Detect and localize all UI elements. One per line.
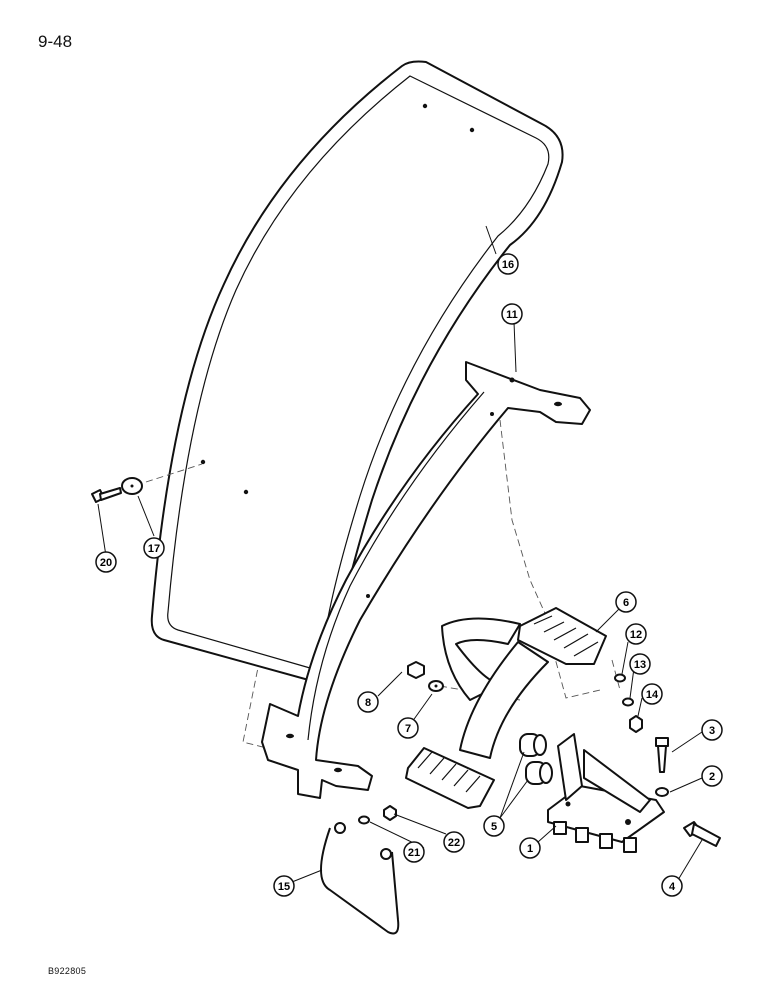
nut-14 xyxy=(629,715,643,733)
figure-code: B922805 xyxy=(48,966,87,976)
callout-15: 15 xyxy=(273,875,295,897)
handle-15 xyxy=(320,822,400,935)
callout-14: 14 xyxy=(641,683,663,705)
washer-13 xyxy=(622,697,634,707)
svg-text:3: 3 xyxy=(709,725,715,737)
svg-text:22: 22 xyxy=(448,837,460,849)
callout-12: 12 xyxy=(625,623,647,645)
upper-step-tread xyxy=(533,615,599,657)
callout-22: 22 xyxy=(443,831,465,853)
svg-text:7: 7 xyxy=(405,723,411,735)
svg-text:2: 2 xyxy=(709,771,715,783)
svg-text:15: 15 xyxy=(278,881,290,893)
callout-20: 20 xyxy=(95,551,117,573)
callout-8: 8 xyxy=(357,691,379,713)
fender-brace xyxy=(261,361,591,799)
callout-11: 11 xyxy=(501,303,523,325)
lower-step-tread xyxy=(417,751,481,793)
callout-2: 2 xyxy=(701,765,723,787)
svg-text:16: 16 xyxy=(502,259,514,271)
callout-17: 17 xyxy=(143,537,165,559)
washer-17 xyxy=(121,477,143,495)
callout-5: 5 xyxy=(483,815,505,837)
svg-text:13: 13 xyxy=(634,659,646,671)
callout-3: 3 xyxy=(701,719,723,741)
bolt-3 xyxy=(655,737,669,773)
phantom-outline xyxy=(242,399,621,753)
svg-text:21: 21 xyxy=(408,847,420,859)
callout-6: 6 xyxy=(615,591,637,613)
svg-text:20: 20 xyxy=(100,557,112,569)
svg-text:1: 1 xyxy=(527,843,533,855)
callout-1: 1 xyxy=(519,837,541,859)
step-assembly xyxy=(405,607,607,809)
washer-12 xyxy=(614,673,626,683)
washer-7 xyxy=(428,680,444,692)
svg-text:11: 11 xyxy=(506,309,518,321)
svg-text:8: 8 xyxy=(365,697,371,709)
svg-text:4: 4 xyxy=(669,881,676,893)
washer-21 xyxy=(358,815,370,825)
bolt-20 xyxy=(91,487,122,503)
svg-text:12: 12 xyxy=(630,629,642,641)
callout-21: 21 xyxy=(403,841,425,863)
mounting-bracket xyxy=(547,733,665,853)
washer-2 xyxy=(655,787,669,797)
callout-16: 16 xyxy=(497,253,519,275)
svg-text:14: 14 xyxy=(646,689,659,701)
svg-text:17: 17 xyxy=(148,543,160,555)
spacers xyxy=(519,733,553,785)
callout-13: 13 xyxy=(629,653,651,675)
svg-text:5: 5 xyxy=(491,821,497,833)
callout-4: 4 xyxy=(661,875,683,897)
page-number: 9-48 xyxy=(38,32,73,51)
nut-22 xyxy=(383,805,397,821)
callout-7: 7 xyxy=(397,717,419,739)
nut-8 xyxy=(407,661,425,679)
svg-text:6: 6 xyxy=(623,597,629,609)
bolt-4 xyxy=(683,821,721,847)
